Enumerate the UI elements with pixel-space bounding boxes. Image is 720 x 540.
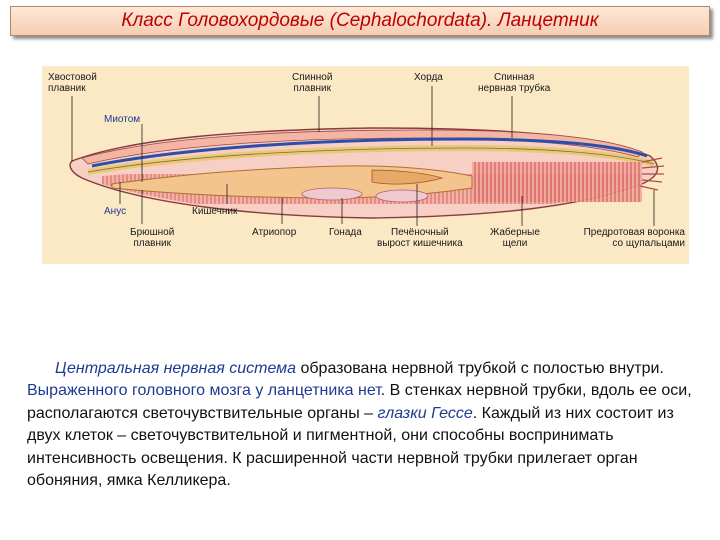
label-ventral-fin-line1: Брюшной bbox=[130, 227, 175, 238]
term-cns: Центральная нервная система bbox=[55, 360, 297, 377]
label-ventral-fin: Брюшной плавник bbox=[130, 227, 174, 249]
label-myotome: Миотом bbox=[104, 114, 141, 125]
description-paragraph: Центральная нервная система образована н… bbox=[27, 358, 695, 492]
label-gill-line2: щели bbox=[502, 238, 528, 249]
label-notochord: Хорда bbox=[414, 72, 443, 83]
label-funnel-line1: Предротовая воронка bbox=[583, 227, 685, 238]
lancelet-illustration bbox=[69, 86, 665, 226]
label-oral-funnel: Предротовая воронка со щупальцами bbox=[584, 227, 685, 249]
label-gonad: Гонада bbox=[329, 227, 362, 238]
label-dorsal-fin-line1: Спинной bbox=[292, 72, 333, 83]
description-text-end: . bbox=[226, 472, 231, 490]
hepatic-outgrowth bbox=[371, 169, 444, 185]
label-funnel-line2: со щупальцами bbox=[612, 238, 685, 249]
label-hepatic-line1: Печёночный bbox=[391, 227, 449, 238]
label-dorsal-fin: Спинной плавник bbox=[292, 72, 332, 94]
label-tail-fin-line1: Хвостовой bbox=[48, 72, 97, 83]
gill-slits bbox=[472, 162, 642, 202]
neural-tube bbox=[91, 137, 648, 168]
gonad bbox=[301, 187, 363, 201]
term-hesse-eyes: глазки Гессе bbox=[377, 404, 473, 422]
label-neural-tube-line2: нервная трубка bbox=[478, 83, 551, 94]
label-hepatic-line2: вырост кишечника bbox=[377, 238, 463, 249]
slide-title-box: Класс Головохордовые (Cephalochordata). … bbox=[10, 6, 710, 36]
label-hepatic-outgrowth: Печёночный вырост кишечника bbox=[377, 227, 463, 249]
slide-title: Класс Головохордовые (Cephalochordata). … bbox=[121, 10, 599, 31]
label-ventral-fin-line2: плавник bbox=[133, 238, 171, 249]
description-text-3: . Каждый из них состоит из двух клеток –… bbox=[27, 404, 674, 490]
label-anus: Анус bbox=[104, 206, 127, 217]
label-dorsal-fin-line2: плавник bbox=[293, 83, 332, 94]
oral-tentacles bbox=[639, 157, 665, 191]
description-text-2: . В стенках нервной трубки, вдоль ее оси… bbox=[27, 382, 692, 422]
label-neural-tube: Спинная нервная трубка bbox=[478, 72, 550, 94]
label-tail-fin: Хвостовой плавник bbox=[48, 72, 97, 94]
label-neural-tube-line1: Спинная bbox=[494, 72, 535, 83]
label-intestine: Кишечник bbox=[192, 206, 238, 217]
label-gill-line1: Жаберные bbox=[490, 227, 540, 238]
label-tail-fin-line2: плавник bbox=[48, 83, 86, 94]
term-no-brain: Выраженного головного мозга у ланцетника… bbox=[27, 382, 381, 400]
label-gill-slits: Жаберные щели bbox=[490, 227, 540, 249]
lancelet-diagram: Хвостовой плавник Миотом Спинной плавник… bbox=[42, 66, 689, 264]
description-text-1: образована нервной трубкой с полостью вн… bbox=[296, 360, 664, 377]
pointer-lines bbox=[71, 86, 655, 226]
label-atriopore: Атриопор bbox=[252, 227, 297, 238]
